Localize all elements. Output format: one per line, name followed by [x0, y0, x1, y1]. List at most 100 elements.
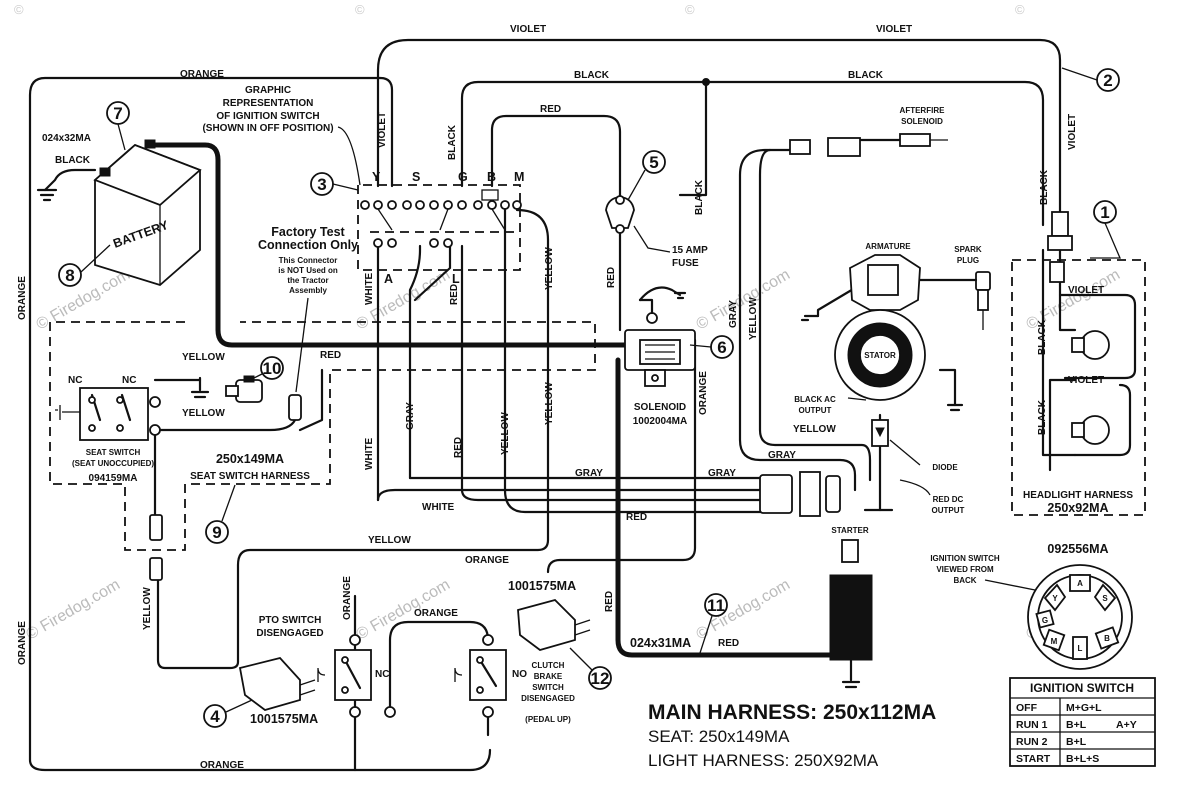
- factory-test-title-1: Factory Test: [271, 225, 345, 239]
- terminal-a: A: [384, 272, 393, 286]
- wire-label-gray: GRAY: [405, 402, 416, 430]
- diode-label: DIODE: [932, 463, 958, 472]
- wire-label-gray: GRAY: [728, 300, 739, 328]
- fuse-label-1: 15 AMP: [672, 245, 708, 256]
- connector-block-icon: [759, 471, 841, 517]
- clutch-label-3: SWITCH: [532, 683, 564, 692]
- armature-label: ARMATURE: [865, 242, 911, 251]
- terminal-m-icon: [1042, 628, 1066, 652]
- solenoid: SOLENOID 1002004MA: [624, 291, 696, 427]
- clutch-label-4: DISENGAGED: [521, 694, 575, 703]
- factory-test-connector: Factory Test Connection Only This Connec…: [225, 225, 358, 421]
- callout-4: 4: [210, 707, 220, 726]
- callout-6: 6: [717, 338, 726, 357]
- pto-switch: NC PTO SWITCH DISENGAGED 1001575MA: [238, 615, 396, 726]
- callout-1: 1: [1100, 203, 1109, 222]
- spark-plug-label-2: PLUG: [957, 256, 979, 265]
- black-ac-label-1: BLACK AC: [794, 395, 836, 404]
- callout-7: 7: [113, 104, 122, 123]
- graphic-label-3: OF IGNITION SWITCH: [216, 111, 319, 122]
- pto-part: 1001575MA: [250, 712, 318, 726]
- callout-12: 12: [591, 669, 610, 688]
- wire-label-yellow: YELLOW: [368, 535, 411, 546]
- plug-icon: [238, 656, 316, 711]
- wire-label-yellow: YELLOW: [544, 382, 555, 425]
- wire-label-yellow: YELLOW: [182, 352, 225, 363]
- terminal-l: L: [452, 272, 460, 286]
- row-run2-pos: RUN 2: [1016, 736, 1048, 748]
- fuse-label-2: FUSE: [672, 258, 699, 269]
- solenoid-part: 1002004MA: [633, 416, 687, 427]
- wire-label-violet: VIOLET: [377, 112, 388, 148]
- spark-plug-label-1: SPARK: [954, 245, 982, 254]
- terminal-l-icon: [1072, 636, 1088, 660]
- view-terminal-s: S: [1102, 594, 1108, 603]
- starter-cable-part: 024x31MA: [630, 636, 691, 650]
- black-ac-label-2: OUTPUT: [799, 406, 832, 415]
- copyright-watermark: ©: [355, 2, 365, 17]
- wire-label-black: BLACK: [1037, 399, 1048, 435]
- battery: BATTERY 024x32MA BLACK: [36, 133, 202, 287]
- fuse-15-amp: 15 AMP FUSE: [605, 195, 708, 269]
- seat-switch-label: SEAT SWITCH: [86, 448, 141, 457]
- wire-label-orange: ORANGE: [17, 621, 28, 665]
- terminal-b: B: [487, 170, 496, 184]
- headlight-part: 250x92MA: [1047, 501, 1108, 515]
- seat-switch-sub: (SEAT UNOCCUPIED): [72, 459, 154, 468]
- wire-label-violet: VIOLET: [1068, 285, 1104, 296]
- wire-label-yellow: YELLOW: [793, 424, 836, 435]
- pto-label-2: DISENGAGED: [256, 628, 323, 639]
- row-run2-c1: B+L: [1066, 736, 1087, 748]
- terminal-m: M: [514, 170, 524, 184]
- wire-label-red: RED: [606, 267, 617, 288]
- terminal-b-icon: [1094, 626, 1120, 650]
- wire-label-red: RED: [449, 284, 460, 305]
- main-harness-title: MAIN HARNESS: 250x112MA: [648, 701, 936, 724]
- plug-icon: [517, 598, 591, 651]
- view-terminal-a: A: [1077, 579, 1083, 588]
- pto-nc-label: NC: [375, 669, 389, 680]
- ignition-switch-graphic: Y S G B M A L GRAPHIC REPRESENTATION OF …: [202, 85, 524, 286]
- terminal-g-icon: [1035, 609, 1055, 629]
- seat-nc-label-2: NC: [122, 375, 136, 386]
- terminal-g: G: [458, 170, 468, 184]
- red-dc-label-2: OUTPUT: [932, 506, 965, 515]
- callout-3: 3: [317, 175, 326, 194]
- graphic-label-1: GRAPHIC: [245, 85, 291, 96]
- terminal-y-icon: [1043, 583, 1067, 612]
- wire-label-orange: ORANGE: [342, 576, 353, 620]
- wire-label-yellow: YELLOW: [544, 247, 555, 290]
- starter-motor-icon: [829, 539, 873, 689]
- wire-label-orange: ORANGE: [180, 69, 224, 80]
- firedog-watermark: © Firedog.com: [34, 266, 134, 333]
- seat-switch: NC NC SEAT SWITCH (SEAT UNOCCUPIED) 0941…: [55, 375, 310, 581]
- callout-2: 2: [1103, 71, 1112, 90]
- seat-harness-label: SEAT SWITCH HARNESS: [190, 471, 310, 482]
- graphic-label-4: (SHOWN IN OFF POSITION): [202, 123, 333, 134]
- factory-test-note-4: Assembly: [289, 286, 327, 295]
- wire-label-yellow: YELLOW: [500, 412, 511, 455]
- ignition-switch-back-view: A S Y G M L B 092556MA IGNITION SWITCH V…: [930, 542, 1133, 670]
- wire-label-white: WHITE: [422, 502, 455, 513]
- clutch-label-5: (PEDAL UP): [525, 715, 571, 724]
- wire-label-yellow: YELLOW: [748, 297, 759, 340]
- headlight-harness-box: [1011, 259, 1146, 516]
- wire-label-black: BLACK: [848, 70, 884, 81]
- wire-label-black: BLACK: [574, 70, 610, 81]
- wire-color-labels: VIOLET VIOLET ORANGE BLACK BLACK RED VIO…: [17, 24, 1104, 771]
- factory-test-note-1: This Connector: [279, 256, 338, 265]
- dashed-boundaries: [49, 184, 1146, 551]
- afterfire-label-2: SOLENOID: [901, 117, 943, 126]
- engine-components: AFTERFIRE SOLENOID ARMATURE SPARK PLUG S…: [759, 106, 991, 689]
- solenoid-label: SOLENOID: [634, 402, 686, 413]
- seat-harness-part: 250x149MA: [216, 452, 284, 466]
- wire-label-black: BLACK: [1037, 319, 1048, 355]
- terminal-s-icon: [1093, 583, 1117, 612]
- stator-icon: [834, 309, 926, 401]
- firedog-watermark: © Firedog.com: [24, 576, 124, 643]
- ign-view-label-3: BACK: [953, 576, 976, 585]
- wire-label-orange: ORANGE: [200, 760, 244, 771]
- seat-switch-part: 094159MA: [89, 473, 138, 484]
- ign-view-label-2: VIEWED FROM: [936, 565, 994, 574]
- firedog-watermark: © Firedog.com: [694, 266, 794, 333]
